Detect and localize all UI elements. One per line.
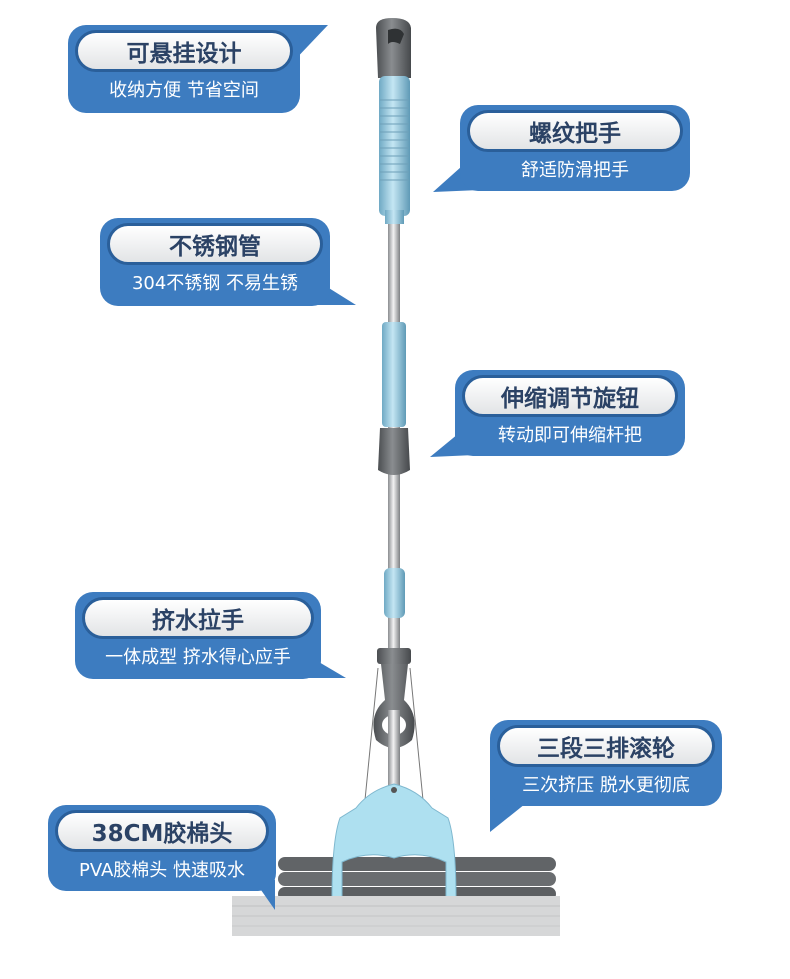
callout-title: 挤水拉手 <box>82 597 314 639</box>
squeeze-pull-handle <box>364 648 424 801</box>
callout-title: 伸缩调节旋钮 <box>462 375 678 417</box>
callout-pull-handle: 挤水拉手 一体成型 挤水得心应手 <box>75 592 321 679</box>
callout-sponge-head: 38CM胶棉头 PVA胶棉头 快速吸水 <box>48 805 276 891</box>
threaded-handle <box>379 76 410 224</box>
callout-title: 螺纹把手 <box>467 110 683 152</box>
callout-subtitle: 收纳方便 节省空间 <box>109 80 259 101</box>
callout-adjust-knob: 伸缩调节旋钮 转动即可伸缩杆把 <box>455 370 685 456</box>
callout-subtitle: 三次挤压 脱水更彻底 <box>522 775 690 796</box>
callout-subtitle: 304不锈钢 不易生锈 <box>131 273 299 294</box>
callout-stainless-pole: 不锈钢管 304不锈钢 不易生锈 <box>100 218 330 306</box>
hanging-grip <box>376 18 411 78</box>
callout-title: 可悬挂设计 <box>75 30 293 72</box>
telescopic-adjust-knob <box>378 322 410 475</box>
callout-subtitle: 转动即可伸缩杆把 <box>498 425 642 446</box>
callout-subtitle: 一体成型 挤水得心应手 <box>105 647 291 668</box>
callout-title: 三段三排滚轮 <box>497 725 715 767</box>
callout-subtitle: PVA胶棉头 快速吸水 <box>78 860 246 881</box>
pva-sponge-head <box>232 896 560 936</box>
callout-title: 不锈钢管 <box>107 223 323 265</box>
callout-title: 38CM胶棉头 <box>55 810 269 852</box>
callout-subtitle: 舒适防滑把手 <box>521 160 629 181</box>
lower-blue-sleeve <box>384 568 405 618</box>
callout-hanging-design: 可悬挂设计 收纳方便 节省空间 <box>68 25 300 113</box>
callout-rollers: 三段三排滚轮 三次挤压 脱水更彻底 <box>490 720 722 806</box>
callout-threaded-handle: 螺纹把手 舒适防滑把手 <box>460 105 690 191</box>
